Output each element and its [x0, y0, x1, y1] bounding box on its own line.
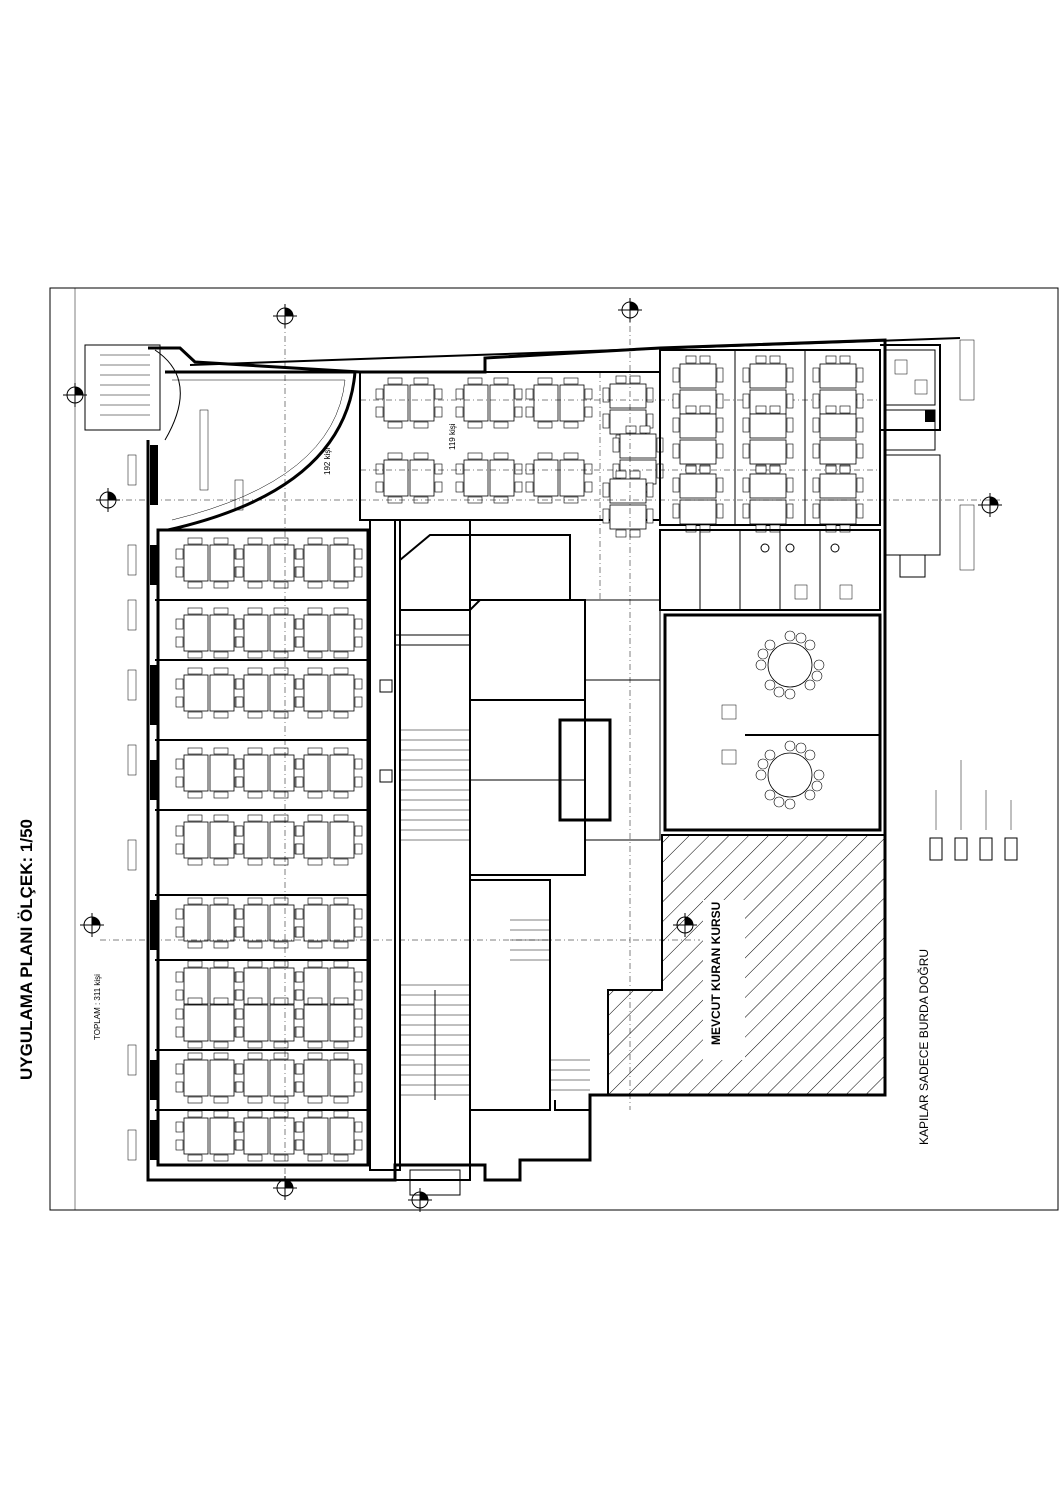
curved-room: [165, 370, 357, 532]
corner-stair: [84, 344, 181, 441]
top-hall: [359, 371, 880, 600]
drawing-border: [49, 287, 1059, 1211]
bottom-stair: [409, 1100, 591, 1196]
grid-lines: [100, 300, 1000, 1200]
hatched-existing-area: [607, 834, 886, 1096]
left-hall: [150, 445, 370, 1167]
legend: [929, 339, 1018, 861]
total-capacity: TOPLAM : 311 kişi: [93, 974, 102, 1040]
existing-area-label: MEVCUT KURAN KURSU: [709, 902, 723, 1045]
top-right-offices: [884, 349, 941, 578]
capacity-label-curved-room: 192 kişi: [323, 448, 332, 475]
middle-rooms: [469, 599, 661, 1111]
capacity-label-top-hall: 119 kişi: [448, 423, 457, 450]
drawing-title: UYGULAMA PLANI ÖLÇEK: 1/50: [17, 819, 36, 1080]
door-note: KAPILAR SADECE BURDA DOĞRU: [916, 949, 931, 1145]
wc-block: [659, 529, 881, 611]
side-tags-left: [127, 454, 137, 1161]
top-right-hall: [659, 349, 881, 533]
round-table-hall: [663, 613, 882, 832]
